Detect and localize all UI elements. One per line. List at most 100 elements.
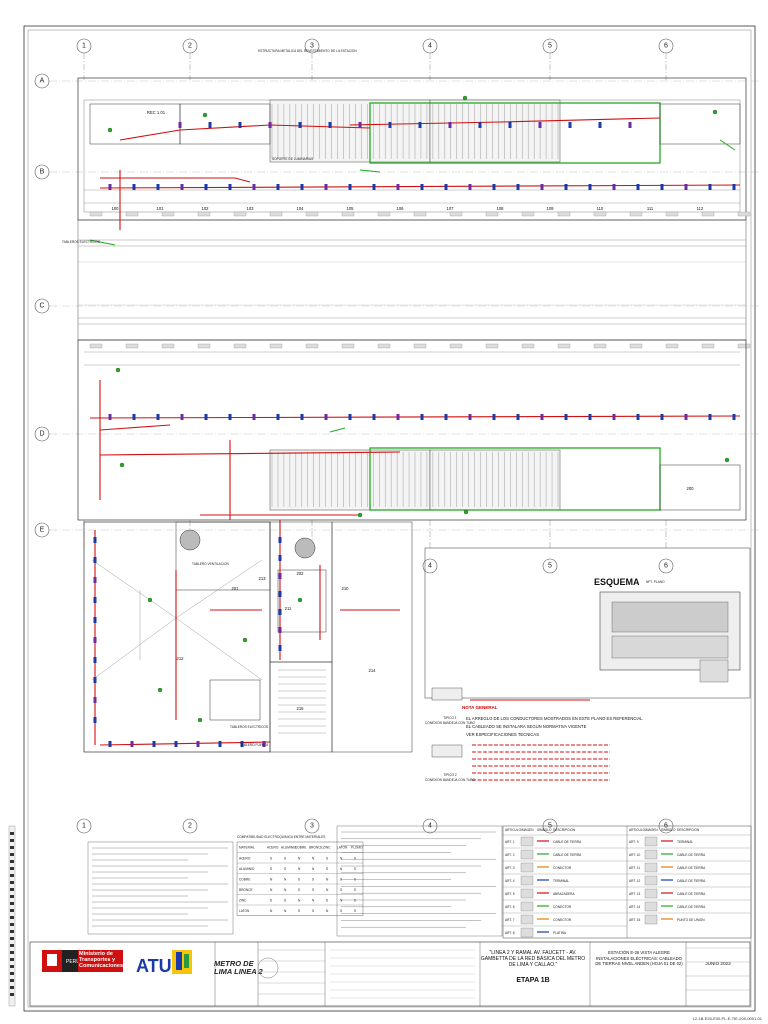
grid-bubble-D: D — [34, 426, 50, 442]
ground-point-marker — [300, 414, 304, 420]
legend-code: ART. 2 — [505, 853, 515, 857]
grid-bubble-2: 2 — [182, 818, 198, 834]
ground-point-marker — [278, 573, 282, 579]
ground-point-marker — [218, 741, 222, 747]
legend-desc: CABLE DE TIERRA — [677, 892, 706, 896]
ground-cable-run — [119, 124, 371, 141]
ground-point-marker — [508, 122, 512, 128]
svg-text:6: 6 — [664, 43, 668, 50]
project-title: "LÍNEA 2 Y RAMAL AV. FAUCETT - AV. GAMBE… — [480, 950, 586, 968]
ground-point-marker — [93, 597, 97, 603]
green-cable-run — [89, 239, 116, 246]
general-notes: NOTA GENERAL EL ARREGLO DE LOS CONDUCTOR… — [462, 705, 643, 781]
room-number: 109 — [547, 206, 555, 211]
ground-point-marker — [108, 741, 112, 747]
compat-cell: S — [298, 888, 300, 892]
callout-label: ESTRUCTURA METALICA DEL REVESTIMIENTO DE… — [258, 49, 357, 53]
ground-point-marker — [636, 414, 640, 420]
legend-image — [520, 927, 534, 938]
compat-cell: S — [284, 899, 286, 903]
legend-code: ART. 11 — [629, 866, 640, 870]
grid-bubble-6: 6 — [658, 558, 674, 574]
compat-cell: S — [354, 888, 356, 892]
room-number: REC 1.01 — [147, 110, 166, 115]
ground-point-marker — [516, 184, 520, 190]
compat-header: BRONCE — [309, 846, 323, 850]
grid-bubble-5: 5 — [542, 558, 558, 574]
room-number: 100 — [112, 206, 120, 211]
note-3: VER ESPECIFICACIONES TECNICAS — [466, 732, 539, 737]
svg-text:2: 2 — [188, 823, 192, 830]
legend-header: DESCRIPCION — [553, 828, 576, 832]
ground-point-marker — [108, 414, 112, 420]
compat-cell: S — [326, 857, 328, 861]
drawing-code: L2-1B-E26-E00-PL-E-TIE-200-0001-01 — [693, 1016, 763, 1021]
compat-cell: N — [326, 909, 329, 913]
ground-point-marker — [540, 414, 544, 420]
tipico-details: TIPICO 1 CONEXION BANDEJA CON TUBO TIPIC… — [425, 687, 476, 782]
room-number: 104 — [297, 206, 305, 211]
ground-point-marker — [444, 414, 448, 420]
note-2: EL CABLEADO SE INSTALARA SEGUN NORMATIVA… — [466, 724, 587, 729]
room-number: 213 — [259, 576, 267, 581]
ground-point-marker — [262, 741, 266, 747]
compat-header: ALUMINIO — [281, 846, 297, 850]
compat-cell: S — [270, 899, 272, 903]
legend-image — [644, 914, 658, 925]
legend-desc: TERMINAL — [553, 879, 569, 883]
compat-cell: S — [298, 909, 300, 913]
legend-code: ART. 3 — [505, 866, 515, 870]
ground-device — [107, 127, 113, 133]
compat-cell: S — [354, 909, 356, 913]
ground-point-marker — [684, 414, 688, 420]
ground-point-marker — [732, 414, 736, 420]
room-number: 107 — [447, 206, 455, 211]
ground-device — [357, 512, 363, 518]
legend-image — [520, 888, 534, 899]
ground-point-marker — [478, 122, 482, 128]
compat-cell: S — [354, 899, 356, 903]
ground-point-marker — [388, 122, 392, 128]
callout-label: TABLEROS ELECTRICOS — [230, 725, 268, 729]
ground-point-marker — [278, 645, 282, 651]
ground-point-marker — [660, 184, 664, 190]
legend-desc: CONECTOR — [553, 866, 572, 870]
legend-desc: CABLE DE TIERRA — [677, 879, 706, 883]
ground-point-marker — [174, 741, 178, 747]
ground-point-marker — [278, 591, 282, 597]
ground-point-marker — [278, 609, 282, 615]
ground-device — [197, 717, 203, 723]
legend-desc: CABLE DE TIERRA — [677, 905, 706, 909]
ground-point-marker — [300, 184, 304, 190]
title-block: PERÚ Ministerio de Transportes y Comunic… — [29, 941, 751, 1007]
ground-point-marker — [348, 184, 352, 190]
ground-point-marker — [468, 414, 472, 420]
compat-cell: S — [354, 857, 356, 861]
legend-code: ART. 8 — [505, 931, 515, 935]
legend-desc: CABLE DE TIERRA — [553, 840, 582, 844]
compat-cell: S — [284, 867, 286, 871]
legend-image — [644, 888, 658, 899]
ground-point-marker — [588, 414, 592, 420]
ground-point-marker — [598, 122, 602, 128]
compat-cell: N — [298, 899, 301, 903]
grid-bubble-E: E — [34, 522, 50, 538]
compat-header: ZINC — [323, 846, 331, 850]
room-number: 102 — [202, 206, 210, 211]
legend-image — [520, 875, 534, 886]
svg-text:5: 5 — [548, 43, 552, 50]
room-number: 110 — [597, 206, 604, 211]
note-1: EL ARREGLO DE LOS CONDUCTORES MOSTRADOS … — [466, 716, 643, 721]
svg-text:1: 1 — [82, 43, 86, 50]
compat-cell: N — [284, 888, 287, 892]
room-number: 200 — [687, 486, 695, 491]
equipment-rooms — [83, 521, 413, 753]
green-cable-run — [359, 169, 381, 173]
ground-point-marker — [278, 555, 282, 561]
svg-text:5: 5 — [548, 563, 552, 570]
compat-header: LATON — [337, 846, 348, 850]
